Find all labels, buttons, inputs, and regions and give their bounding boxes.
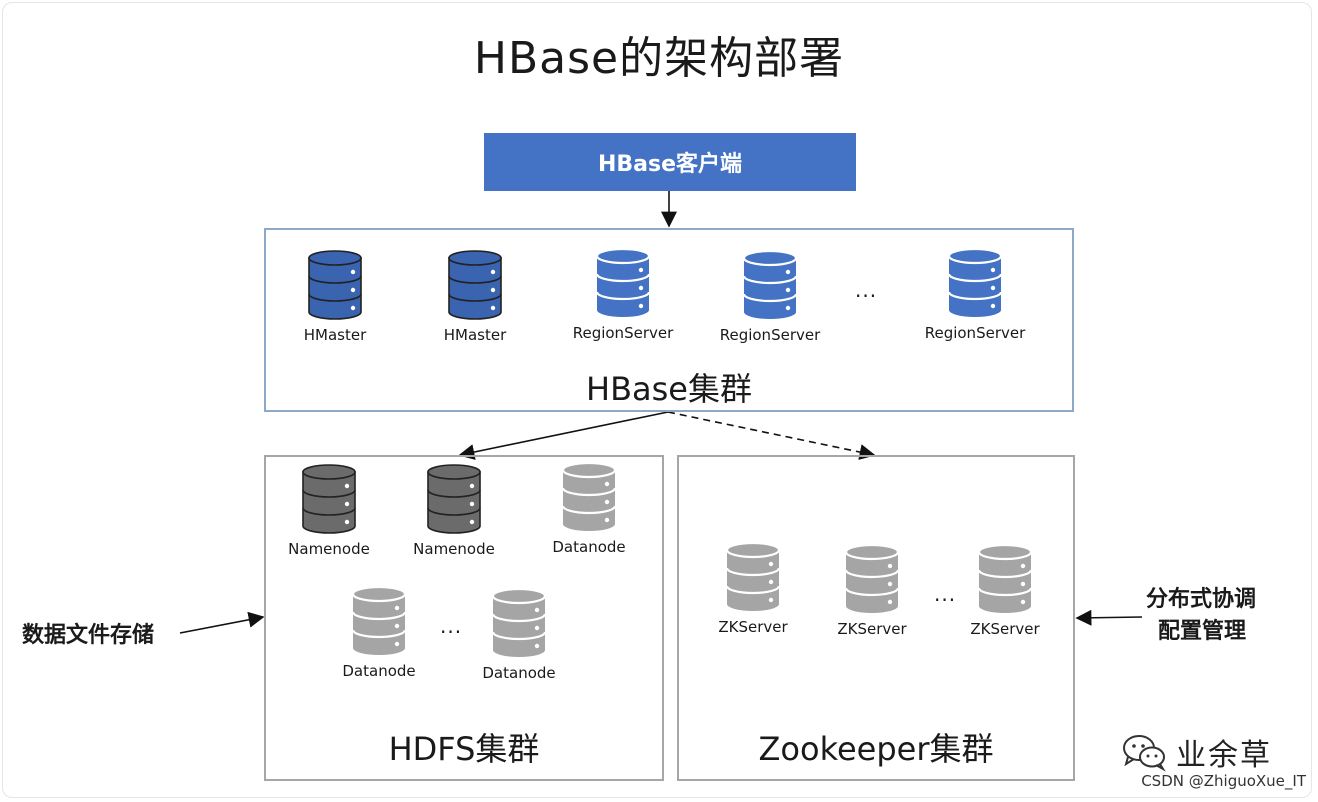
node-label: ZKServer <box>837 620 907 638</box>
watermark: 业余草 <box>1120 730 1272 774</box>
hbase-client-box: HBase客户端 <box>484 133 856 191</box>
database-icon <box>314 586 444 656</box>
node-label: RegionServer <box>719 326 821 344</box>
database-icon <box>705 250 835 320</box>
database-icon <box>270 250 400 320</box>
node-label: Namenode <box>413 540 495 558</box>
zk-node-0: ZKServer <box>688 542 818 636</box>
right-side-label-line1: 分布式协调 <box>1146 587 1257 612</box>
arrow-hbase-to-zk <box>667 411 876 460</box>
hdfs-cluster-box <box>264 455 664 781</box>
zk-node-2: ZKServer <box>940 544 1070 638</box>
node-label: HMaster <box>303 326 367 344</box>
node-label: RegionServer <box>924 324 1026 342</box>
database-icon <box>940 544 1070 614</box>
hbase-node-4: RegionServer <box>910 248 1040 342</box>
zk-node-1: ZKServer <box>807 544 937 638</box>
hbase-node-0: HMaster <box>270 250 400 344</box>
hdfs-node-0: Namenode <box>264 464 394 558</box>
arrow-hbase-to-hdfs <box>458 411 669 460</box>
arrow-left-to-hdfs <box>179 611 265 634</box>
hdfs-node-2: Datanode <box>524 462 654 556</box>
hdfs-node-1: Namenode <box>389 464 519 558</box>
hdfs-node-3: Datanode <box>314 586 444 680</box>
hbase-node-1: HMaster <box>410 250 540 344</box>
node-label: RegionServer <box>572 324 674 342</box>
wechat-icon <box>1123 735 1166 772</box>
database-icon <box>688 542 818 612</box>
zk-cluster-label: Zookeeper集群 <box>758 730 994 768</box>
database-icon <box>524 462 654 532</box>
node-label: Datanode <box>342 662 416 680</box>
hdfs-node-4: Datanode <box>454 588 584 682</box>
database-icon <box>454 588 584 658</box>
hbase-node-2: RegionServer <box>558 248 688 342</box>
hdfs-cluster-label: HDFS集群 <box>388 730 540 768</box>
node-label: Datanode <box>552 538 626 556</box>
right-side-label-line2: 配置管理 <box>1158 619 1247 644</box>
node-label: HMaster <box>443 326 507 344</box>
node-label: ZKServer <box>970 620 1040 638</box>
database-icon <box>264 464 394 534</box>
left-side-label: 数据文件存储 <box>22 623 155 648</box>
hbase-cluster-box <box>264 228 1074 412</box>
watermark-text: 业余草 <box>1176 738 1272 773</box>
database-icon <box>910 248 1040 318</box>
node-label: Datanode <box>482 664 556 682</box>
page-title: HBase的架构部署 <box>473 33 845 84</box>
node-label: Namenode <box>288 540 370 558</box>
database-icon <box>807 544 937 614</box>
csdn-credit: CSDN @ZhiguoXue_IT <box>1141 772 1306 790</box>
hbase-node-3: RegionServer <box>705 250 835 344</box>
database-icon <box>389 464 519 534</box>
hbase-ellipsis: ... <box>855 278 878 302</box>
node-label: ZKServer <box>718 618 788 636</box>
database-icon <box>410 250 540 320</box>
zk-cluster-box <box>677 455 1075 781</box>
hdfs-ellipsis: ... <box>440 614 463 638</box>
database-icon <box>558 248 688 318</box>
zk-ellipsis: ... <box>934 582 957 606</box>
hbase-cluster-label: HBase集群 <box>586 370 752 408</box>
arrow-right-to-zk <box>1075 609 1143 626</box>
